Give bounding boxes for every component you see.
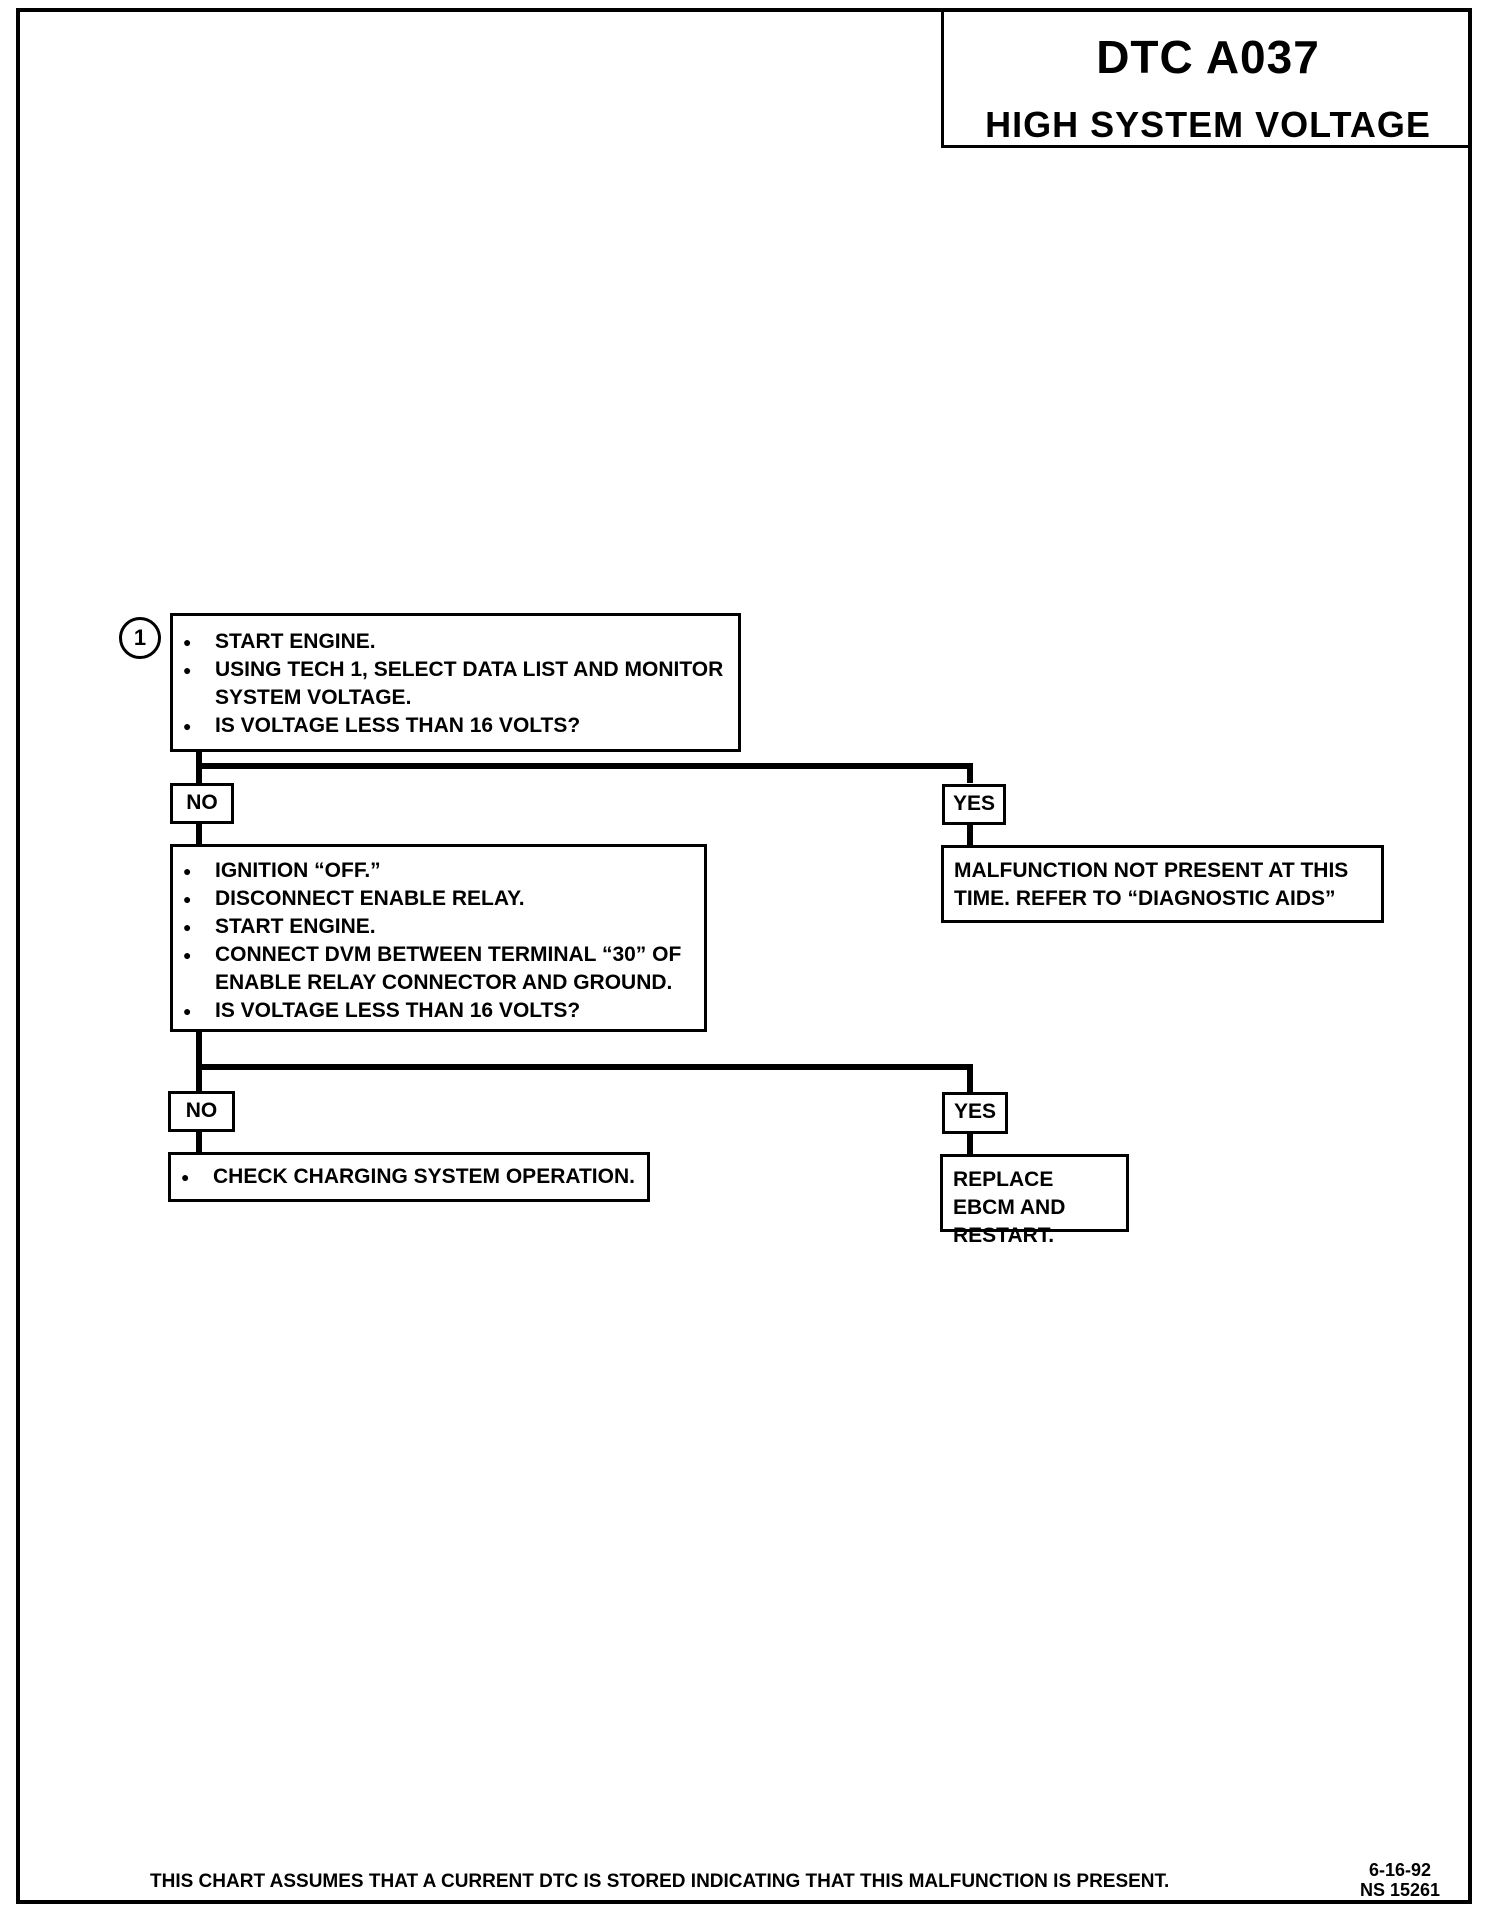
step1-item: START ENGINE. — [173, 628, 738, 656]
connector-line — [196, 824, 202, 844]
charging-check-list: CHECK CHARGING SYSTEM OPERATION. — [171, 1163, 647, 1191]
connector-line — [196, 763, 973, 769]
dtc-title: HIGH SYSTEM VOLTAGE — [985, 104, 1431, 145]
step2-box: IGNITION “OFF.” DISCONNECT ENABLE RELAY.… — [170, 844, 707, 1032]
step2-item: IS VOLTAGE LESS THAN 16 VOLTS? — [173, 997, 704, 1025]
yes-label: YES — [942, 1092, 1008, 1134]
charging-check-item: CHECK CHARGING SYSTEM OPERATION. — [171, 1163, 647, 1191]
connector-line — [196, 1032, 202, 1091]
step2-list: IGNITION “OFF.” DISCONNECT ENABLE RELAY.… — [173, 857, 704, 1025]
not-present-text: MALFUNCTION NOT PRESENT AT THIS TIME. RE… — [954, 859, 1349, 910]
no-label: NO — [168, 1091, 235, 1132]
step1-box: START ENGINE. USING TECH 1, SELECT DATA … — [170, 613, 741, 752]
connector-line — [967, 825, 973, 845]
connector-line — [196, 1064, 973, 1070]
footer-note: THIS CHART ASSUMES THAT A CURRENT DTC IS… — [150, 1871, 1170, 1892]
footer-date-block: 6-16-92 NS 15261 — [1350, 1860, 1450, 1900]
footer-date: 6-16-92 — [1368, 1860, 1432, 1880]
step2-item: START ENGINE. — [173, 913, 704, 941]
step2-item: DISCONNECT ENABLE RELAY. — [173, 885, 704, 913]
replace-ebcm-box: REPLACE EBCM AND RESTART. — [940, 1154, 1129, 1247]
charging-check-box: CHECK CHARGING SYSTEM OPERATION. — [168, 1152, 650, 1202]
connector-line — [967, 763, 973, 783]
no-label: NO — [170, 783, 234, 824]
step2-item: IGNITION “OFF.” — [173, 857, 704, 885]
connector-line — [196, 1132, 202, 1152]
step1-list: START ENGINE. USING TECH 1, SELECT DATA … — [173, 628, 738, 740]
not-present-box: MALFUNCTION NOT PRESENT AT THIS TIME. RE… — [941, 845, 1384, 923]
connector-line — [967, 1134, 973, 1154]
connector-line — [967, 1064, 973, 1092]
step1-item: USING TECH 1, SELECT DATA LIST AND MONIT… — [173, 656, 738, 712]
step1-item: IS VOLTAGE LESS THAN 16 VOLTS? — [173, 712, 738, 740]
footer-ref: NS 15261 — [1359, 1880, 1441, 1900]
title-block: DTC A037 HIGH SYSTEM VOLTAGE — [941, 8, 1472, 148]
page-border — [16, 8, 1472, 1904]
step-number-marker: 1 — [119, 617, 161, 659]
dtc-code: DTC A037 — [1096, 31, 1320, 83]
step2-item: CONNECT DVM BETWEEN TERMINAL “30” OF ENA… — [173, 941, 704, 997]
replace-ebcm-text: REPLACE EBCM AND RESTART. — [953, 1168, 1066, 1247]
yes-label: YES — [942, 784, 1006, 825]
